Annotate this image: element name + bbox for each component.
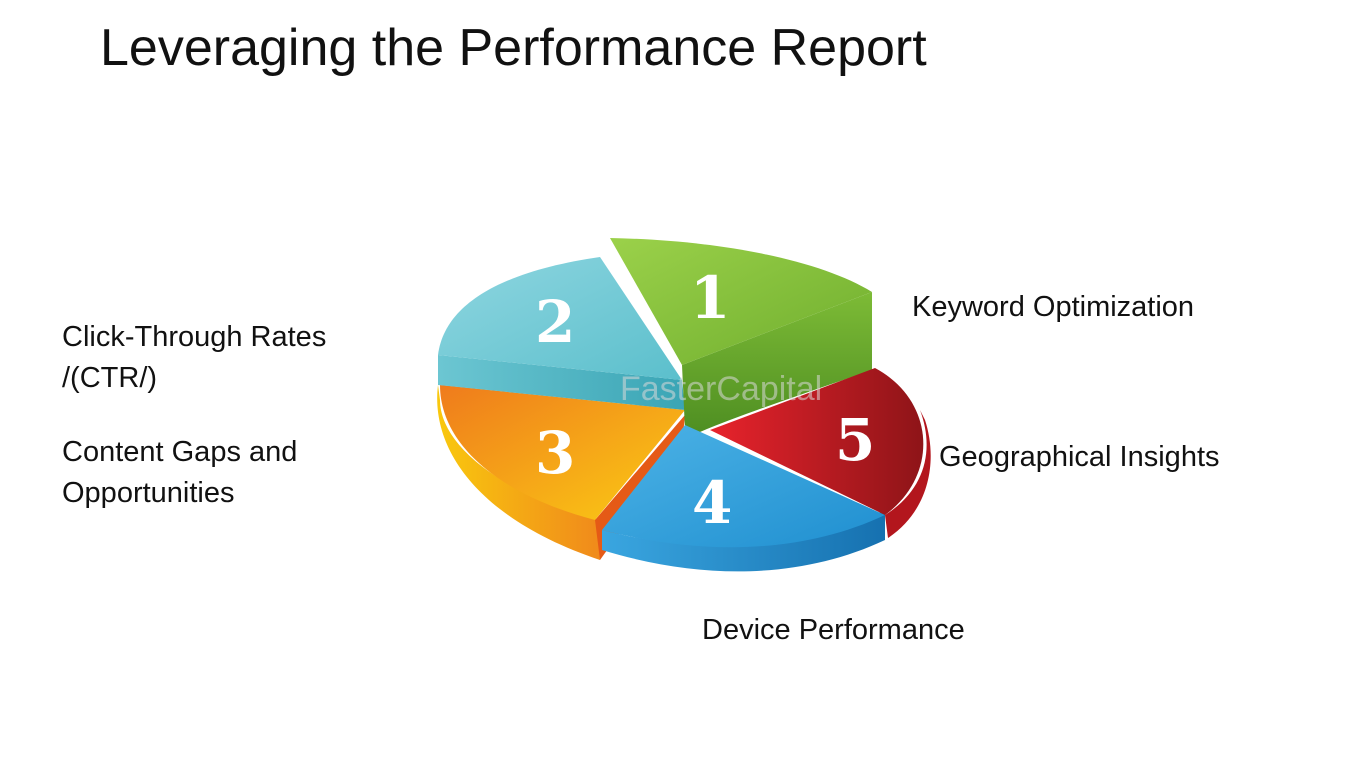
slice-5-number: 5 <box>835 406 875 474</box>
slice-3-number: 3 <box>535 419 575 487</box>
label-geographical-insights: Geographical Insights <box>939 441 1220 473</box>
page-title: Leveraging the Performance Report <box>100 19 927 77</box>
slice-5-side <box>885 410 931 538</box>
slice-1-side <box>682 292 872 432</box>
pie-chart-3d: FasterCapital 1 2 3 4 5 <box>437 238 931 572</box>
label-content-gaps: Content Gaps and Opportunities <box>62 432 297 514</box>
label-gaps-line2: Opportunities <box>62 477 235 509</box>
label-keyword-optimization: Keyword Optimization <box>912 291 1195 323</box>
slice-4-top <box>602 425 885 548</box>
slice-3-side <box>437 385 600 560</box>
label-ctr-line1: Click-Through Rates <box>62 321 327 353</box>
label-click-through-rates: Click-Through Rates /(CTR/) <box>62 317 326 399</box>
label-ctr-line2: /(CTR/) <box>62 362 158 394</box>
slice-4-number: 4 <box>692 469 732 537</box>
slice-1-top <box>610 238 872 365</box>
slice-2-side <box>438 355 685 410</box>
slice-5-top <box>710 368 924 515</box>
label-device-performance: Device Performance <box>702 614 965 646</box>
slice-2-number: 2 <box>535 288 575 356</box>
slice-4-side <box>602 510 885 572</box>
slice-2-top <box>438 257 682 380</box>
watermark: FasterCapital <box>620 370 822 408</box>
label-gaps-line1: Content Gaps and <box>62 436 298 468</box>
slice-1-number: 1 <box>690 264 730 332</box>
slice-3-top <box>440 385 685 520</box>
